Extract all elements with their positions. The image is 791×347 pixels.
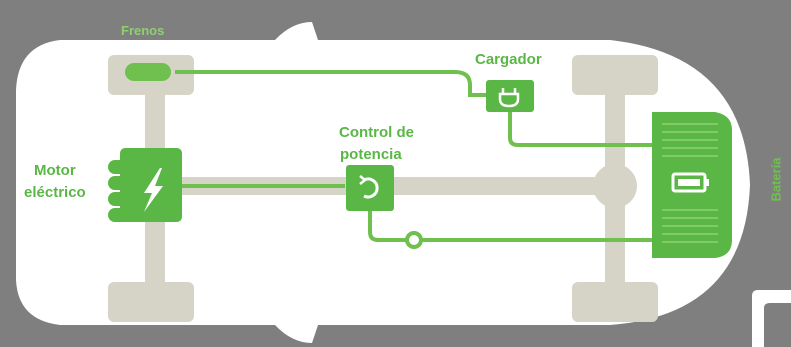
wheel-front-right [108, 282, 194, 322]
charger-to-battery-line [508, 108, 652, 147]
brake-line [175, 70, 488, 97]
plug-icon [498, 88, 520, 108]
power-control-label-line1: Control de [339, 124, 414, 141]
charger-box [486, 80, 534, 112]
motor-label-line1: Motor [34, 162, 76, 179]
cycle-arrow-icon [359, 175, 379, 199]
lightning-bolt-icon [144, 168, 163, 212]
power-control-box [346, 165, 394, 211]
connector-node [405, 231, 423, 249]
battery-vent-lines [662, 123, 718, 243]
control-to-battery-line [368, 210, 652, 242]
power-control-label-line2: potencia [340, 146, 402, 163]
wheel-rear-left [572, 55, 658, 95]
battery-icon [671, 172, 709, 193]
battery-label: Batería [768, 157, 784, 202]
brakes-label: Frenos [121, 23, 165, 38]
wheel-rear-right [572, 282, 658, 322]
corner-frame-inner [764, 303, 791, 347]
motor-label-line2: eléctrico [24, 184, 86, 201]
brake-pad [125, 63, 171, 81]
differential [593, 164, 637, 208]
charger-label: Cargador [475, 51, 542, 68]
